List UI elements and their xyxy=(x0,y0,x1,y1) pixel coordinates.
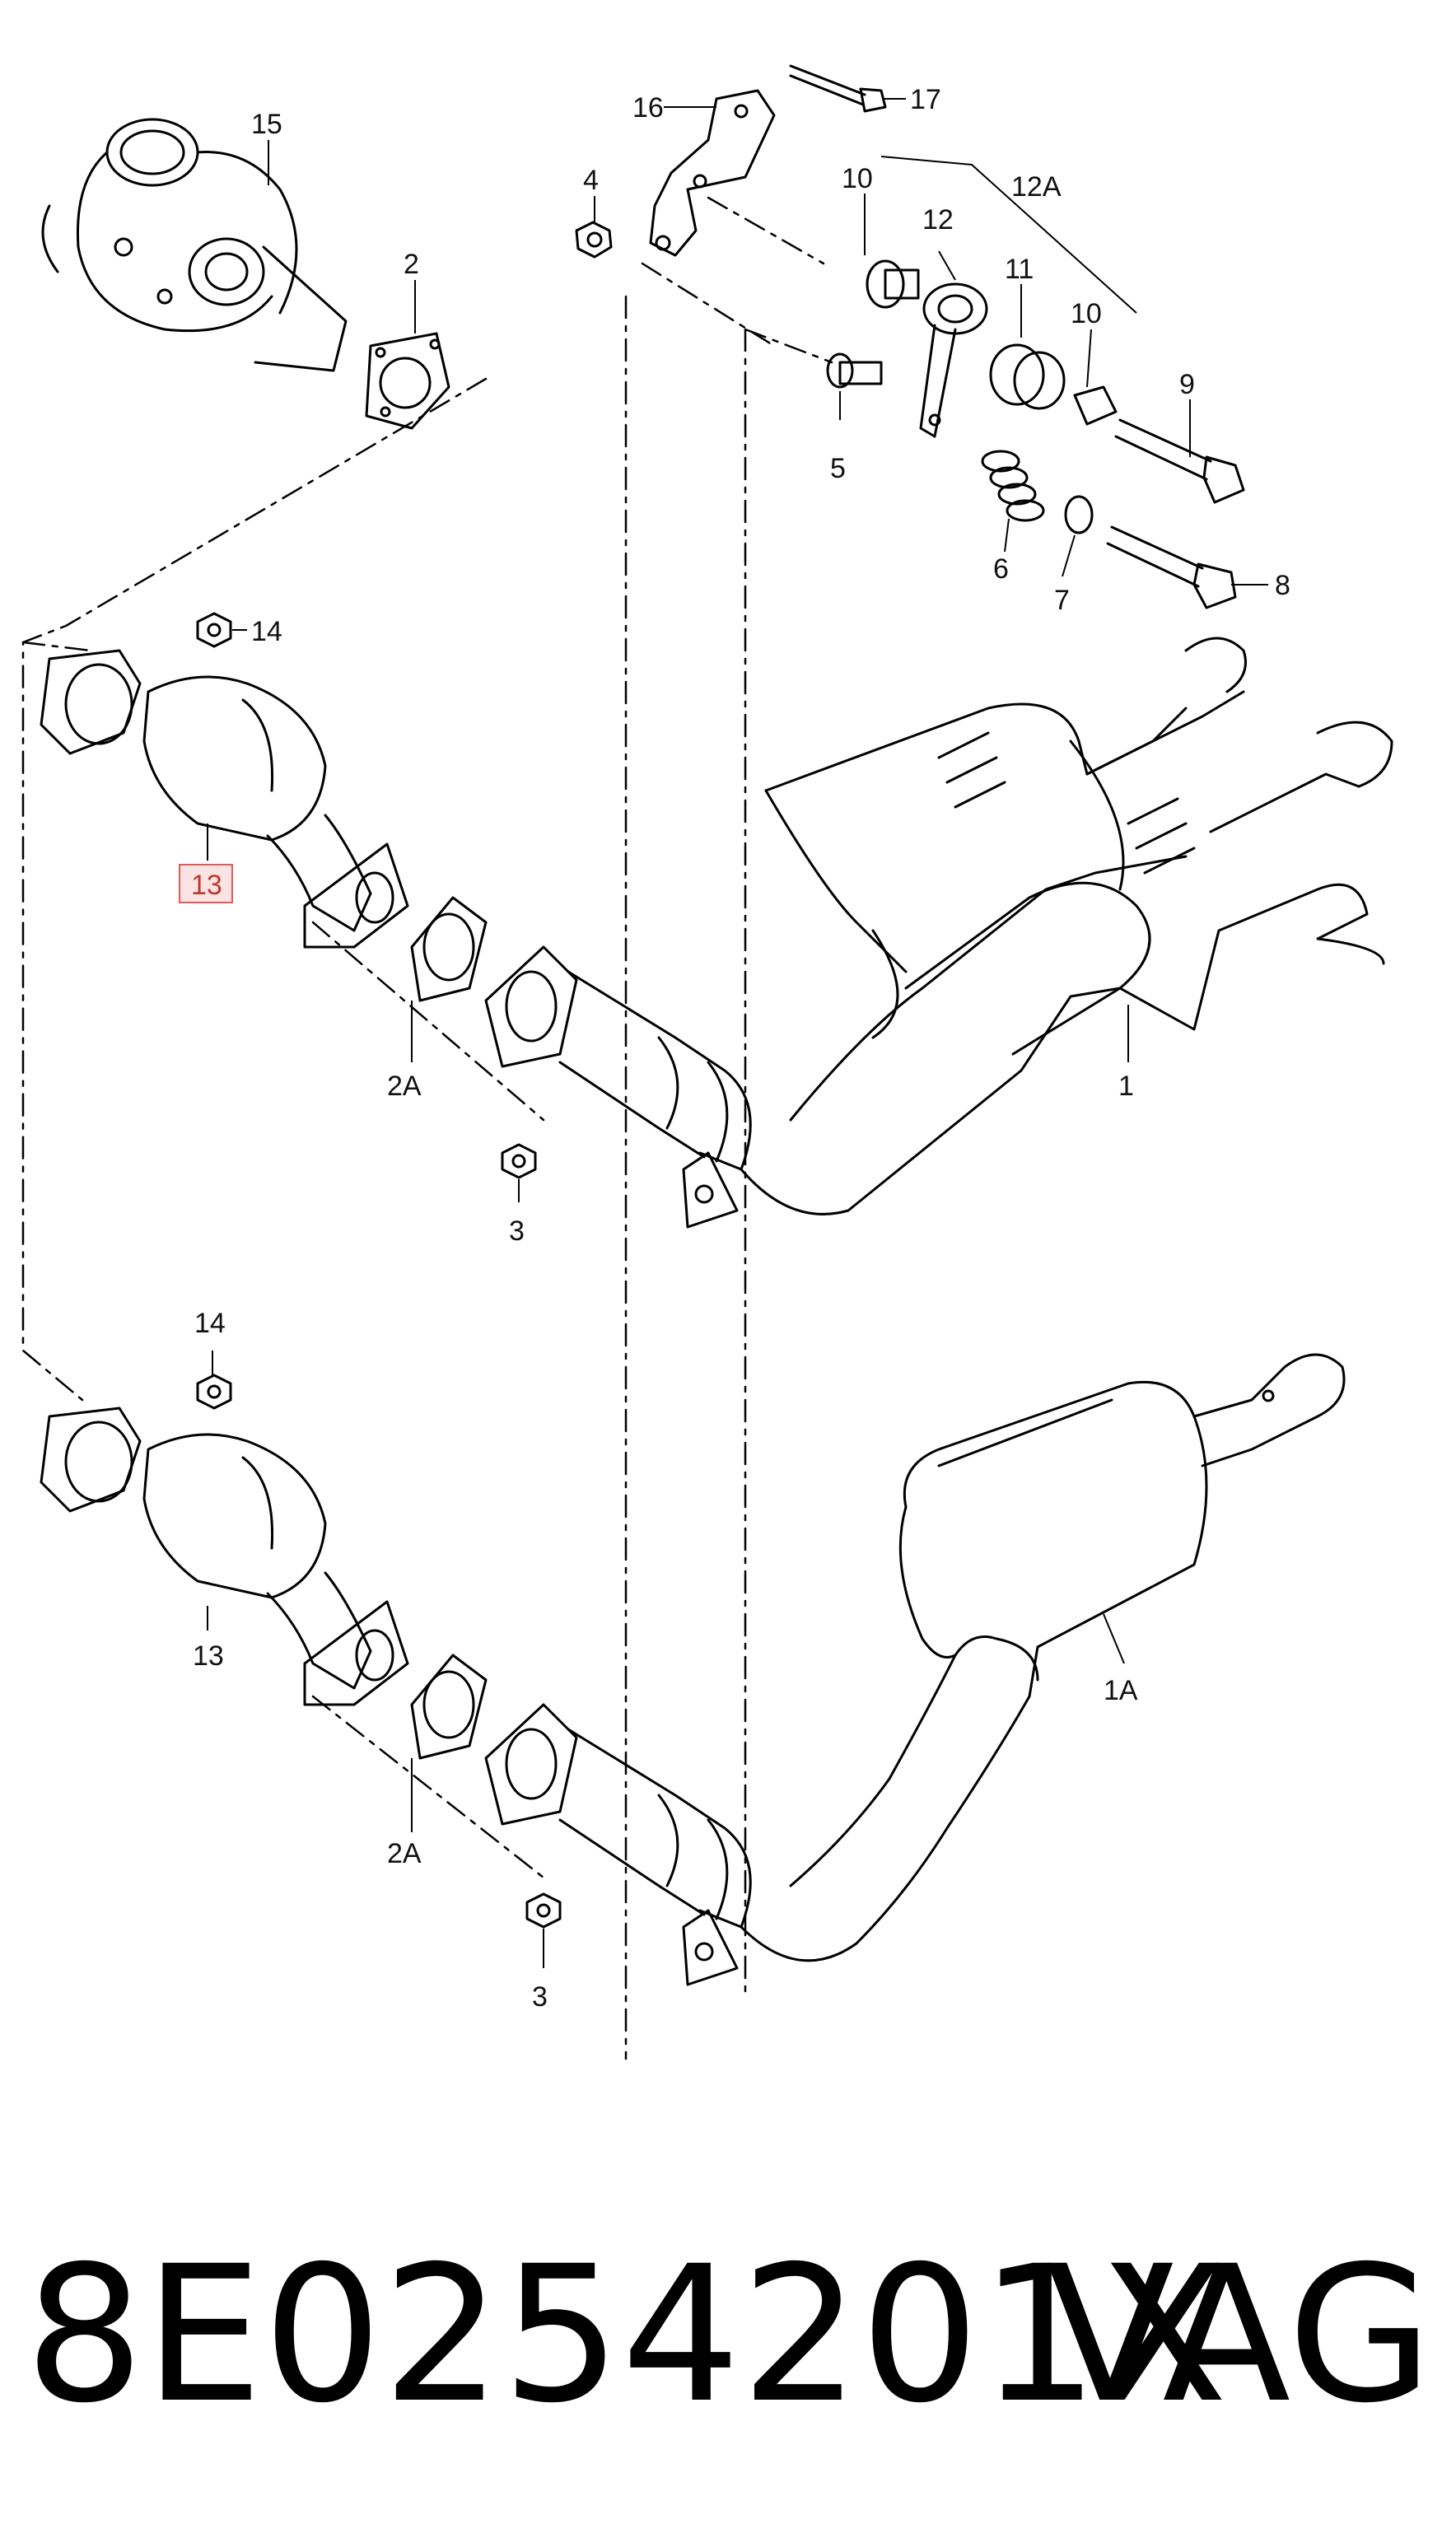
callout-11: 11 xyxy=(1005,254,1034,285)
catalytic-converter-part-13-bottom xyxy=(40,1407,409,1706)
part-number-footer: 8E0254201X VAG xyxy=(25,2199,1433,2470)
callout-15: 15 xyxy=(251,109,282,140)
callout-12a: 12A xyxy=(1011,171,1062,203)
bolt-part-8 xyxy=(1106,525,1237,609)
callout-labels: 15 2 4 16 17 10 12 12A 11 10 9 5 6 7 8 1… xyxy=(193,84,1290,2013)
spring-part-6 xyxy=(981,450,1045,522)
front-pipe-top xyxy=(484,945,752,1171)
bracket-part-16 xyxy=(649,89,776,257)
callout-17: 17 xyxy=(910,84,941,115)
callout-6: 6 xyxy=(993,553,1009,585)
gasket-part-2a-top xyxy=(410,896,488,1002)
clamp-part-12 xyxy=(919,282,988,438)
nut-part-4 xyxy=(575,221,613,259)
bolt-part-17 xyxy=(789,64,887,113)
callout-16: 16 xyxy=(632,92,664,124)
front-pipe-bottom xyxy=(484,1703,752,1929)
bolt-part-9 xyxy=(1114,418,1245,504)
nut-part-3-top xyxy=(501,1143,537,1179)
rubber-mount-part-11 xyxy=(989,343,1066,410)
bushing-part-10-left xyxy=(866,259,920,309)
brand-name: VAG xyxy=(1045,2225,1433,2444)
gasket-part-2a-bottom xyxy=(410,1654,488,1760)
callout-14-bottom: 14 xyxy=(194,1308,226,1339)
leader-lines xyxy=(207,98,1268,1968)
nut-part-14-bottom xyxy=(196,1374,232,1410)
callout-8: 8 xyxy=(1275,570,1290,601)
callout-5: 5 xyxy=(830,453,846,484)
callout-3-top: 3 xyxy=(509,1215,525,1247)
turbocharger-part-15 xyxy=(41,118,348,372)
washer-part-7 xyxy=(1064,495,1094,534)
catalytic-converter-part-1 xyxy=(682,637,1393,1229)
callout-3-bottom: 3 xyxy=(532,1981,548,2013)
callout-2a-top: 2A xyxy=(387,1071,422,1102)
callout-10-left: 10 xyxy=(842,163,873,194)
nut-part-14-top xyxy=(196,612,232,648)
callout-9: 9 xyxy=(1179,369,1195,400)
nut-part-3-bottom xyxy=(525,1892,562,1929)
assembly-guide-lines xyxy=(21,196,833,2060)
callout-13-top: 13 xyxy=(191,870,222,901)
catalytic-converter-part-1a xyxy=(682,1353,1346,1986)
callout-1a: 1A xyxy=(1104,1675,1138,1706)
callout-14-top: 14 xyxy=(251,616,282,647)
callout-4: 4 xyxy=(583,165,599,196)
callout-10-right: 10 xyxy=(1071,298,1102,329)
callout-7: 7 xyxy=(1054,585,1070,616)
callout-2a-bottom: 2A xyxy=(387,1838,422,1869)
callout-13-bottom: 13 xyxy=(193,1640,224,1672)
washer-part-10-right xyxy=(1073,385,1118,426)
bolt-part-5 xyxy=(826,352,883,389)
callout-2: 2 xyxy=(404,249,419,280)
callout-1: 1 xyxy=(1118,1071,1134,1102)
callout-13-top-highlight: 13 xyxy=(179,864,233,903)
gasket-part-2 xyxy=(365,332,450,430)
catalytic-converter-part-13-top xyxy=(40,649,409,949)
callout-12: 12 xyxy=(922,204,954,236)
part-number: 8E0254201X xyxy=(25,2225,1228,2444)
